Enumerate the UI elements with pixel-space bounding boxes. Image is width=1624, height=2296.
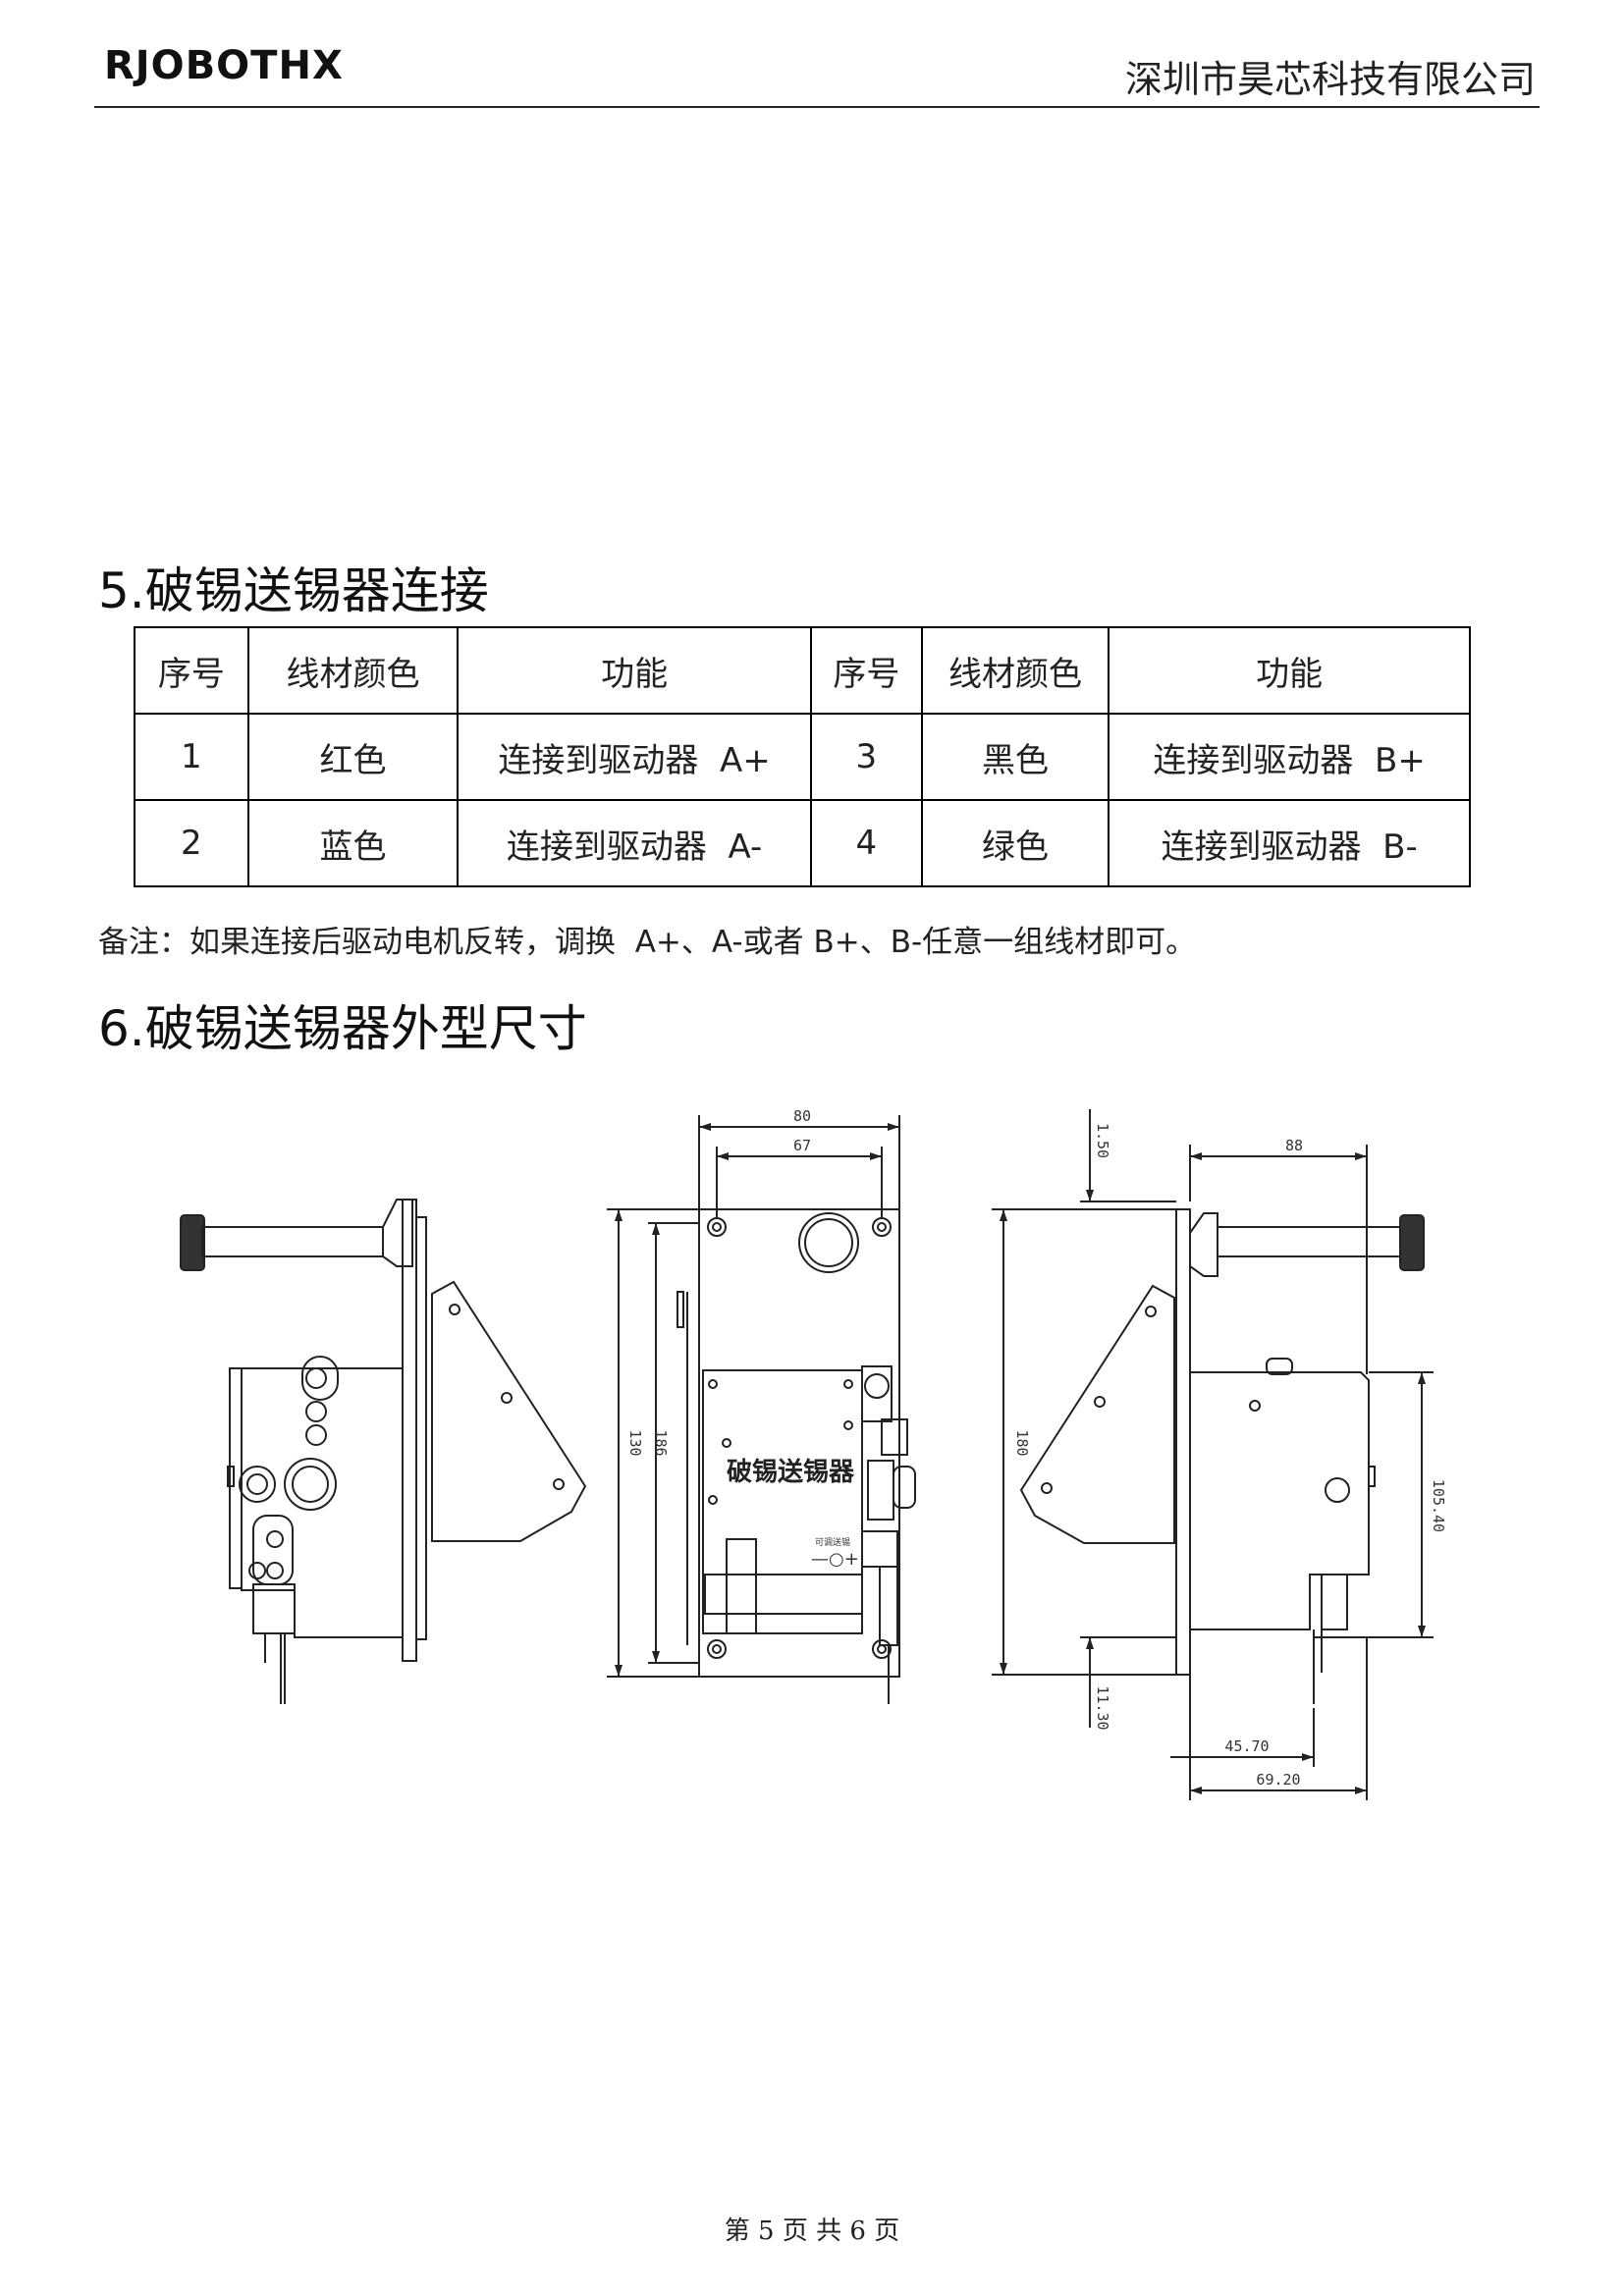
dim-105-40: 105.40 xyxy=(1430,1479,1447,1532)
table-cell: 连接到驱动器 A+ xyxy=(457,713,812,801)
header-cell: 功能 xyxy=(1108,626,1471,715)
table-cell: 连接到驱动器 A- xyxy=(457,799,812,887)
table-cell: 绿色 xyxy=(920,799,1110,887)
table-cell: 连接到驱动器 B+ xyxy=(1108,713,1471,801)
header-cell: 线材颜色 xyxy=(246,626,460,715)
dim-130: 130 xyxy=(626,1429,644,1456)
table-cell: 4 xyxy=(809,799,923,887)
dim-1-50: 1.50 xyxy=(1094,1123,1111,1158)
dim-67: 67 xyxy=(793,1137,811,1154)
company-name: 深圳市昊芯科技有限公司 xyxy=(1124,58,1536,101)
header-cell: 序号 xyxy=(809,626,923,715)
table-row: 1 红色 连接到驱动器 A+ 3 黑色 连接到驱动器 B+ xyxy=(134,713,1471,801)
header-cell: 线材颜色 xyxy=(920,626,1110,715)
table-cell: 连接到驱动器 B- xyxy=(1108,799,1471,887)
right-side-view xyxy=(992,1109,1434,1800)
dim-186: 186 xyxy=(652,1429,670,1456)
table-cell: 1 xyxy=(134,713,249,801)
dim-88: 88 xyxy=(1285,1137,1303,1154)
section-6-title: 6.破锡送锡器外型尺寸 xyxy=(98,1000,587,1057)
dim-11-30: 11.30 xyxy=(1094,1685,1111,1730)
table-cell: 红色 xyxy=(246,713,460,801)
dim-45-70: 45.70 xyxy=(1224,1737,1269,1755)
table-cell: 蓝色 xyxy=(246,799,460,887)
small-label: 可调送锡 xyxy=(815,1536,850,1548)
table-row: 2 蓝色 连接到驱动器 A- 4 绿色 连接到驱动器 B- xyxy=(134,799,1471,887)
table-cell: 黑色 xyxy=(920,713,1110,801)
page-header: RJOBOTHX 深圳市昊芯科技有限公司 xyxy=(94,37,1540,108)
dim-80: 80 xyxy=(793,1107,811,1125)
page-footer: 第 5 页 共 6 页 xyxy=(724,2216,900,2246)
front-view xyxy=(607,1115,916,1704)
device-label: 破锡送锡器 xyxy=(727,1458,855,1487)
table-cell: 3 xyxy=(809,713,923,801)
table-cell: 2 xyxy=(134,799,249,887)
table-header-row: 序号 线材颜色 功能 序号 线材颜色 功能 xyxy=(134,626,1471,715)
polarity-symbol: —○+ xyxy=(811,1549,859,1570)
dim-180: 180 xyxy=(1013,1429,1031,1456)
wiring-note: 备注：如果连接后驱动电机反转，调换 A+、A-或者 B+、B-任意一组线材即可。 xyxy=(98,925,1197,960)
connection-table: 序号 线材颜色 功能 序号 线材颜色 功能 1 红色 连接到驱动器 A+ 3 黑… xyxy=(134,626,1471,887)
section-5-title: 5.破锡送锡器连接 xyxy=(98,562,489,619)
dim-69-20: 69.20 xyxy=(1256,1771,1300,1789)
company-logo: RJOBOTHX xyxy=(104,43,344,88)
header-cell: 功能 xyxy=(457,626,812,715)
left-side-view xyxy=(180,1199,587,1704)
header-cell: 序号 xyxy=(134,626,249,715)
